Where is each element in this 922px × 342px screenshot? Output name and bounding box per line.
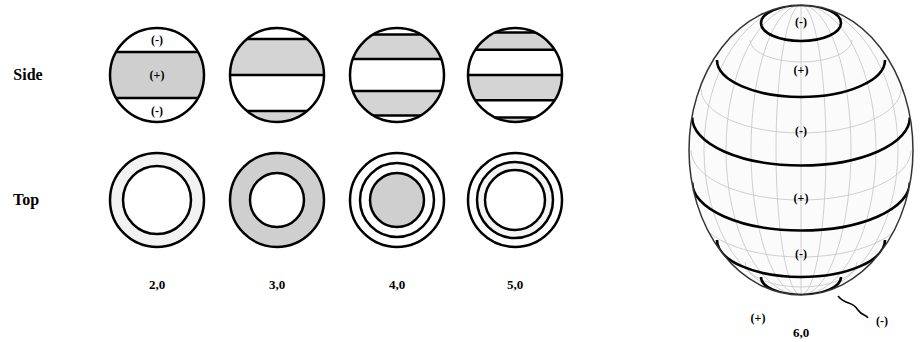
sign-label: (+) xyxy=(150,69,165,81)
harmonic-index: 4,0 xyxy=(389,278,405,291)
sign-label: (+) xyxy=(794,192,809,204)
top-view-4-0 xyxy=(350,153,444,247)
side-view-4-0 xyxy=(347,28,447,122)
side-view-3-0 xyxy=(227,28,327,125)
side-view-5-0 xyxy=(465,28,565,126)
sign-label: (+) xyxy=(751,312,766,324)
sign-label: (-) xyxy=(795,125,807,137)
sign-label: (-) xyxy=(795,16,807,28)
harmonic-index: 5,0 xyxy=(507,278,523,291)
harmonic-index: 3,0 xyxy=(269,278,285,291)
top-view-3-0 xyxy=(230,153,324,247)
harmonic-index: 2,0 xyxy=(149,278,165,291)
top-view-2-0 xyxy=(110,153,204,247)
top-view-5-0 xyxy=(468,153,562,247)
leader-squiggle xyxy=(838,296,868,318)
side-view-2-0 xyxy=(107,28,207,122)
sign-label: (-) xyxy=(876,315,888,327)
harmonic-index: 6,0 xyxy=(793,326,809,339)
sign-label: (-) xyxy=(151,105,163,117)
sign-label: (-) xyxy=(795,248,807,260)
row-heading: Top xyxy=(13,192,39,208)
sphere-6-0 xyxy=(689,5,913,318)
sign-label: (-) xyxy=(151,34,163,46)
row-heading: Side xyxy=(13,67,42,83)
sign-label: (+) xyxy=(794,64,809,76)
